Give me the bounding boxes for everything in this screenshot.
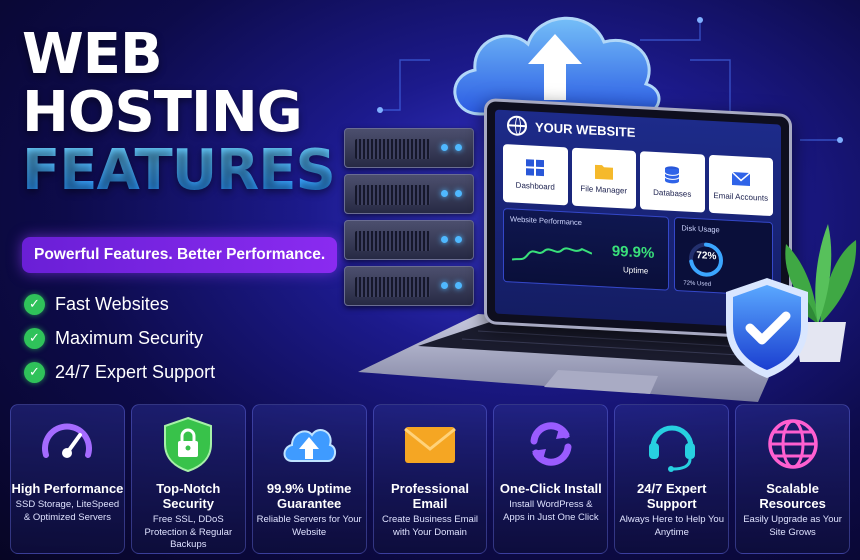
- app-databases[interactable]: Databases: [640, 151, 705, 213]
- feature-title: Top-Notch Security: [156, 481, 221, 511]
- database-icon: [664, 166, 680, 184]
- tagline-badge: Powerful Features. Better Performance.: [22, 237, 338, 273]
- feature-title: 99.9% Uptime Guarantee: [266, 481, 352, 511]
- checklist-item: ✓ Maximum Security: [24, 321, 215, 355]
- disk-usage-card: Disk Usage 72% 72% Used: [674, 216, 773, 297]
- stats-row: Website Performance 99.9% Uptime Disk Us…: [495, 206, 781, 299]
- feature-description: Reliable Servers for Your Website: [256, 514, 362, 538]
- uptime-label: Uptime: [623, 265, 649, 276]
- feature-title: High Performance: [11, 481, 124, 496]
- laptop-keyboard: [358, 314, 788, 402]
- checklist-label: 24/7 Expert Support: [55, 361, 216, 382]
- checklist-label: Fast Websites: [55, 293, 169, 314]
- checklist-item: ✓ 24/7 Expert Support: [24, 355, 215, 389]
- feature-cards: High Performance SSD Storage, LiteSpeed …: [10, 404, 851, 554]
- disk-usage-label: Disk Usage: [681, 223, 720, 235]
- check-icon: ✓: [24, 327, 45, 349]
- hero-title-web: WEB: [22, 22, 163, 87]
- feature-title: Scalable Resources: [759, 481, 826, 511]
- hero-heading: WEB HOSTING FEATURES: [22, 26, 362, 200]
- mail-icon: [731, 171, 751, 186]
- hero-title-features: FEATURES: [22, 142, 362, 200]
- feature-checklist: ✓ Fast Websites ✓ Maximum Security ✓ 24/…: [24, 287, 215, 389]
- app-file-manager[interactable]: File Manager: [571, 147, 636, 209]
- hero-title-hosting: HOSTING: [22, 80, 303, 145]
- feature-title: Professional Email: [390, 481, 470, 511]
- cloud-upload-icon: [453, 16, 661, 116]
- feature-card-security: Top-Notch Security Free SSL, DDoS Protec…: [130, 404, 246, 554]
- check-icon: ✓: [24, 361, 45, 383]
- site-title: YOUR WEBSITE: [535, 119, 636, 140]
- server-unit: [344, 128, 474, 168]
- app-grid: Dashboard File Manager Databases Email A…: [495, 140, 781, 221]
- feature-description: Always Here to Help You Anytime: [619, 514, 724, 538]
- disk-used-caption: 72% Used: [683, 280, 712, 288]
- app-dashboard[interactable]: Dashboard: [503, 143, 568, 206]
- feature-card-support: 24/7 Expert Support Always Here to Help …: [614, 404, 730, 554]
- feature-card-email: Professional Email Create Business Email…: [372, 404, 488, 554]
- app-label: Dashboard: [515, 180, 555, 192]
- feature-title: One-Click Install: [499, 481, 602, 496]
- server-unit: [344, 266, 474, 306]
- feature-description: Install WordPress & Apps in Just One Cli…: [503, 499, 599, 523]
- check-icon: ✓: [24, 293, 45, 315]
- checklist-label: Maximum Security: [55, 327, 204, 348]
- feature-title: 24/7 Expert Support: [637, 481, 707, 511]
- envelope-icon: [404, 427, 456, 463]
- feature-description: Create Business Email with Your Domain: [381, 514, 479, 538]
- server-stack: [344, 128, 474, 323]
- performance-label: Website Performance: [510, 214, 582, 228]
- dashboard-icon: [526, 159, 545, 177]
- server-unit: [344, 174, 474, 214]
- server-unit: [344, 220, 474, 260]
- feature-card-scalable: Scalable Resources Easily Upgrade as You…: [735, 404, 851, 554]
- feature-card-performance: High Performance SSD Storage, LiteSpeed …: [10, 404, 125, 554]
- app-label: File Manager: [580, 184, 628, 196]
- feature-card-uptime: 99.9% Uptime Guarantee Reliable Servers …: [251, 404, 367, 554]
- disk-usage-percent: 72%: [696, 250, 717, 263]
- feature-description: Free SSL, DDoS Protection & Regular Back…: [144, 514, 233, 550]
- globe-icon: [507, 115, 527, 137]
- website-dashboard: YOUR WEBSITE Dashboard File Manager Data…: [495, 109, 781, 329]
- globe-icon: [767, 419, 818, 469]
- sync-arrows-icon: [530, 422, 572, 466]
- uptime-value: 99.9%: [611, 242, 655, 262]
- performance-card: Website Performance 99.9% Uptime: [503, 207, 670, 291]
- headset-icon: [648, 425, 695, 472]
- performance-graph: [512, 247, 592, 261]
- feature-card-install: One-Click Install Install WordPress & Ap…: [493, 404, 609, 554]
- folder-icon: [594, 164, 613, 180]
- disk-usage-ring: [689, 242, 724, 277]
- feature-description: Easily Upgrade as Your Site Grows: [743, 514, 842, 538]
- speedometer-icon: [42, 423, 93, 458]
- app-email-accounts[interactable]: Email Accounts: [708, 154, 773, 217]
- app-label: Email Accounts: [713, 191, 769, 203]
- app-label: Databases: [653, 187, 692, 199]
- feature-description: SSD Storage, LiteSpeed & Optimized Serve…: [15, 499, 120, 523]
- security-shield-icon: [726, 278, 808, 378]
- laptop-screen: YOUR WEBSITE Dashboard File Manager Data…: [484, 98, 792, 341]
- lock-shield-icon: [164, 416, 213, 473]
- cloud-upload-icon: [283, 429, 337, 462]
- checklist-item: ✓ Fast Websites: [24, 287, 215, 321]
